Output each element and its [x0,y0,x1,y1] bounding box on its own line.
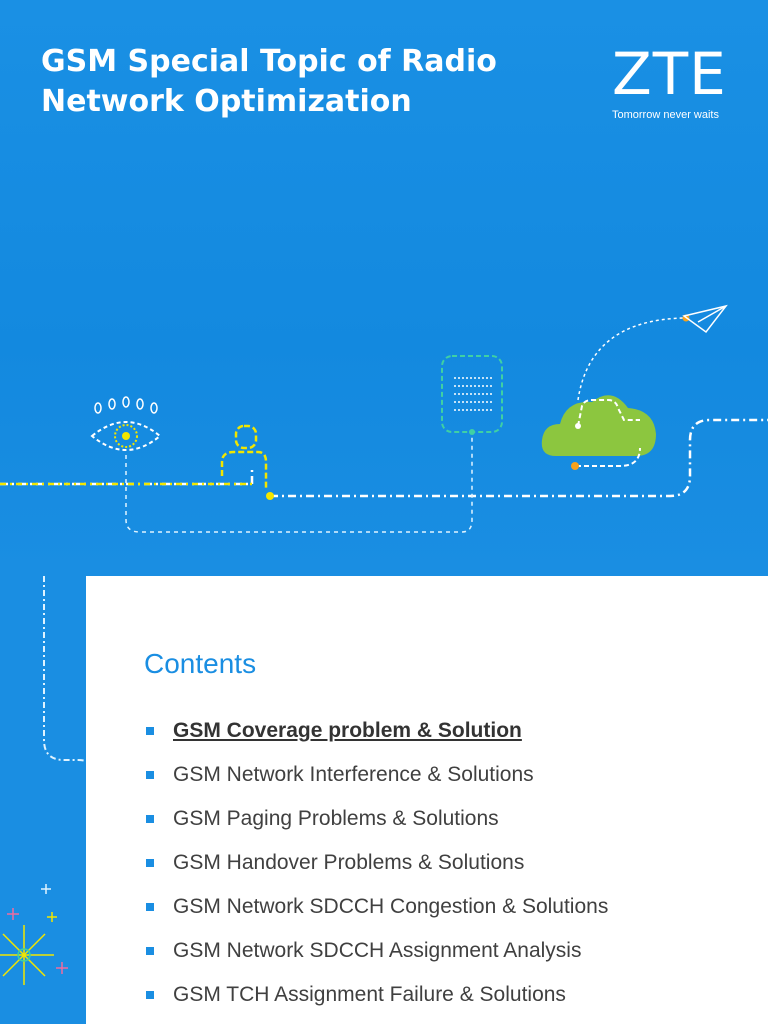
plane-arc [577,317,685,401]
list-item-label: GSM Paging Problems & Solutions [173,807,499,830]
side-decoration [0,576,86,985]
title-line-1: GSM Special Topic of Radio [41,44,497,79]
logo-slogan: Tomorrow never waits [612,109,719,121]
person-icon [220,424,268,490]
bullet-square [146,727,154,735]
list-item-label: GSM Coverage problem & Solution [173,719,522,742]
list-item[interactable]: GSM Network Interference & Solutions [144,760,608,804]
logo-brand: ZTE [612,40,727,108]
list-item-label: GSM Network Interference & Solutions [173,763,534,786]
contents-heading: Contents [144,648,257,679]
network-illustration [0,304,768,533]
firework-icon [0,925,54,985]
list-item[interactable]: GSM Network SDCCH Congestion & Solutions [144,892,608,936]
list-item-label: GSM Network SDCCH Assignment Analysis [173,939,582,962]
list-item-label: GSM Network SDCCH Congestion & Solutions [173,895,609,918]
bullet-square [146,771,154,779]
bullet-square [146,991,154,999]
zte-logo: ZTE Tomorrow never waits [612,44,736,122]
list-item[interactable]: GSM Handover Problems & Solutions [144,848,608,892]
eye-icon [90,396,162,451]
document-icon [441,355,503,435]
title-line-2: Network Optimization [41,84,412,119]
cover-banner: GSM Special Topic of Radio Network Optim… [0,0,768,576]
list-item[interactable]: GSM TCH Assignment Failure & Solutions [144,980,608,1024]
paper-plane-icon [682,304,728,334]
bullet-square [146,903,154,911]
yellow-node-dot [266,492,274,500]
sparkle-icon [7,884,68,974]
bullet-square [146,859,154,867]
list-item[interactable]: GSM Network SDCCH Assignment Analysis [144,936,608,980]
bullet-square [146,815,154,823]
cloud-icon [541,395,656,470]
list-item[interactable]: GSM Paging Problems & Solutions [144,804,608,848]
bullet-square [146,947,154,955]
contents-list: GSM Coverage problem & Solution GSM Netw… [144,716,608,1024]
lower-loop-line [125,432,473,533]
list-item[interactable]: GSM Coverage problem & Solution [144,716,608,760]
list-item-label: GSM TCH Assignment Failure & Solutions [173,983,566,1006]
list-item-label: GSM Handover Problems & Solutions [173,851,525,874]
page-title: GSM Special Topic of Radio Network Optim… [41,42,561,122]
contents-panel: Contents GSM Coverage problem & Solution… [86,576,768,1024]
side-dotted-line [43,576,86,763]
